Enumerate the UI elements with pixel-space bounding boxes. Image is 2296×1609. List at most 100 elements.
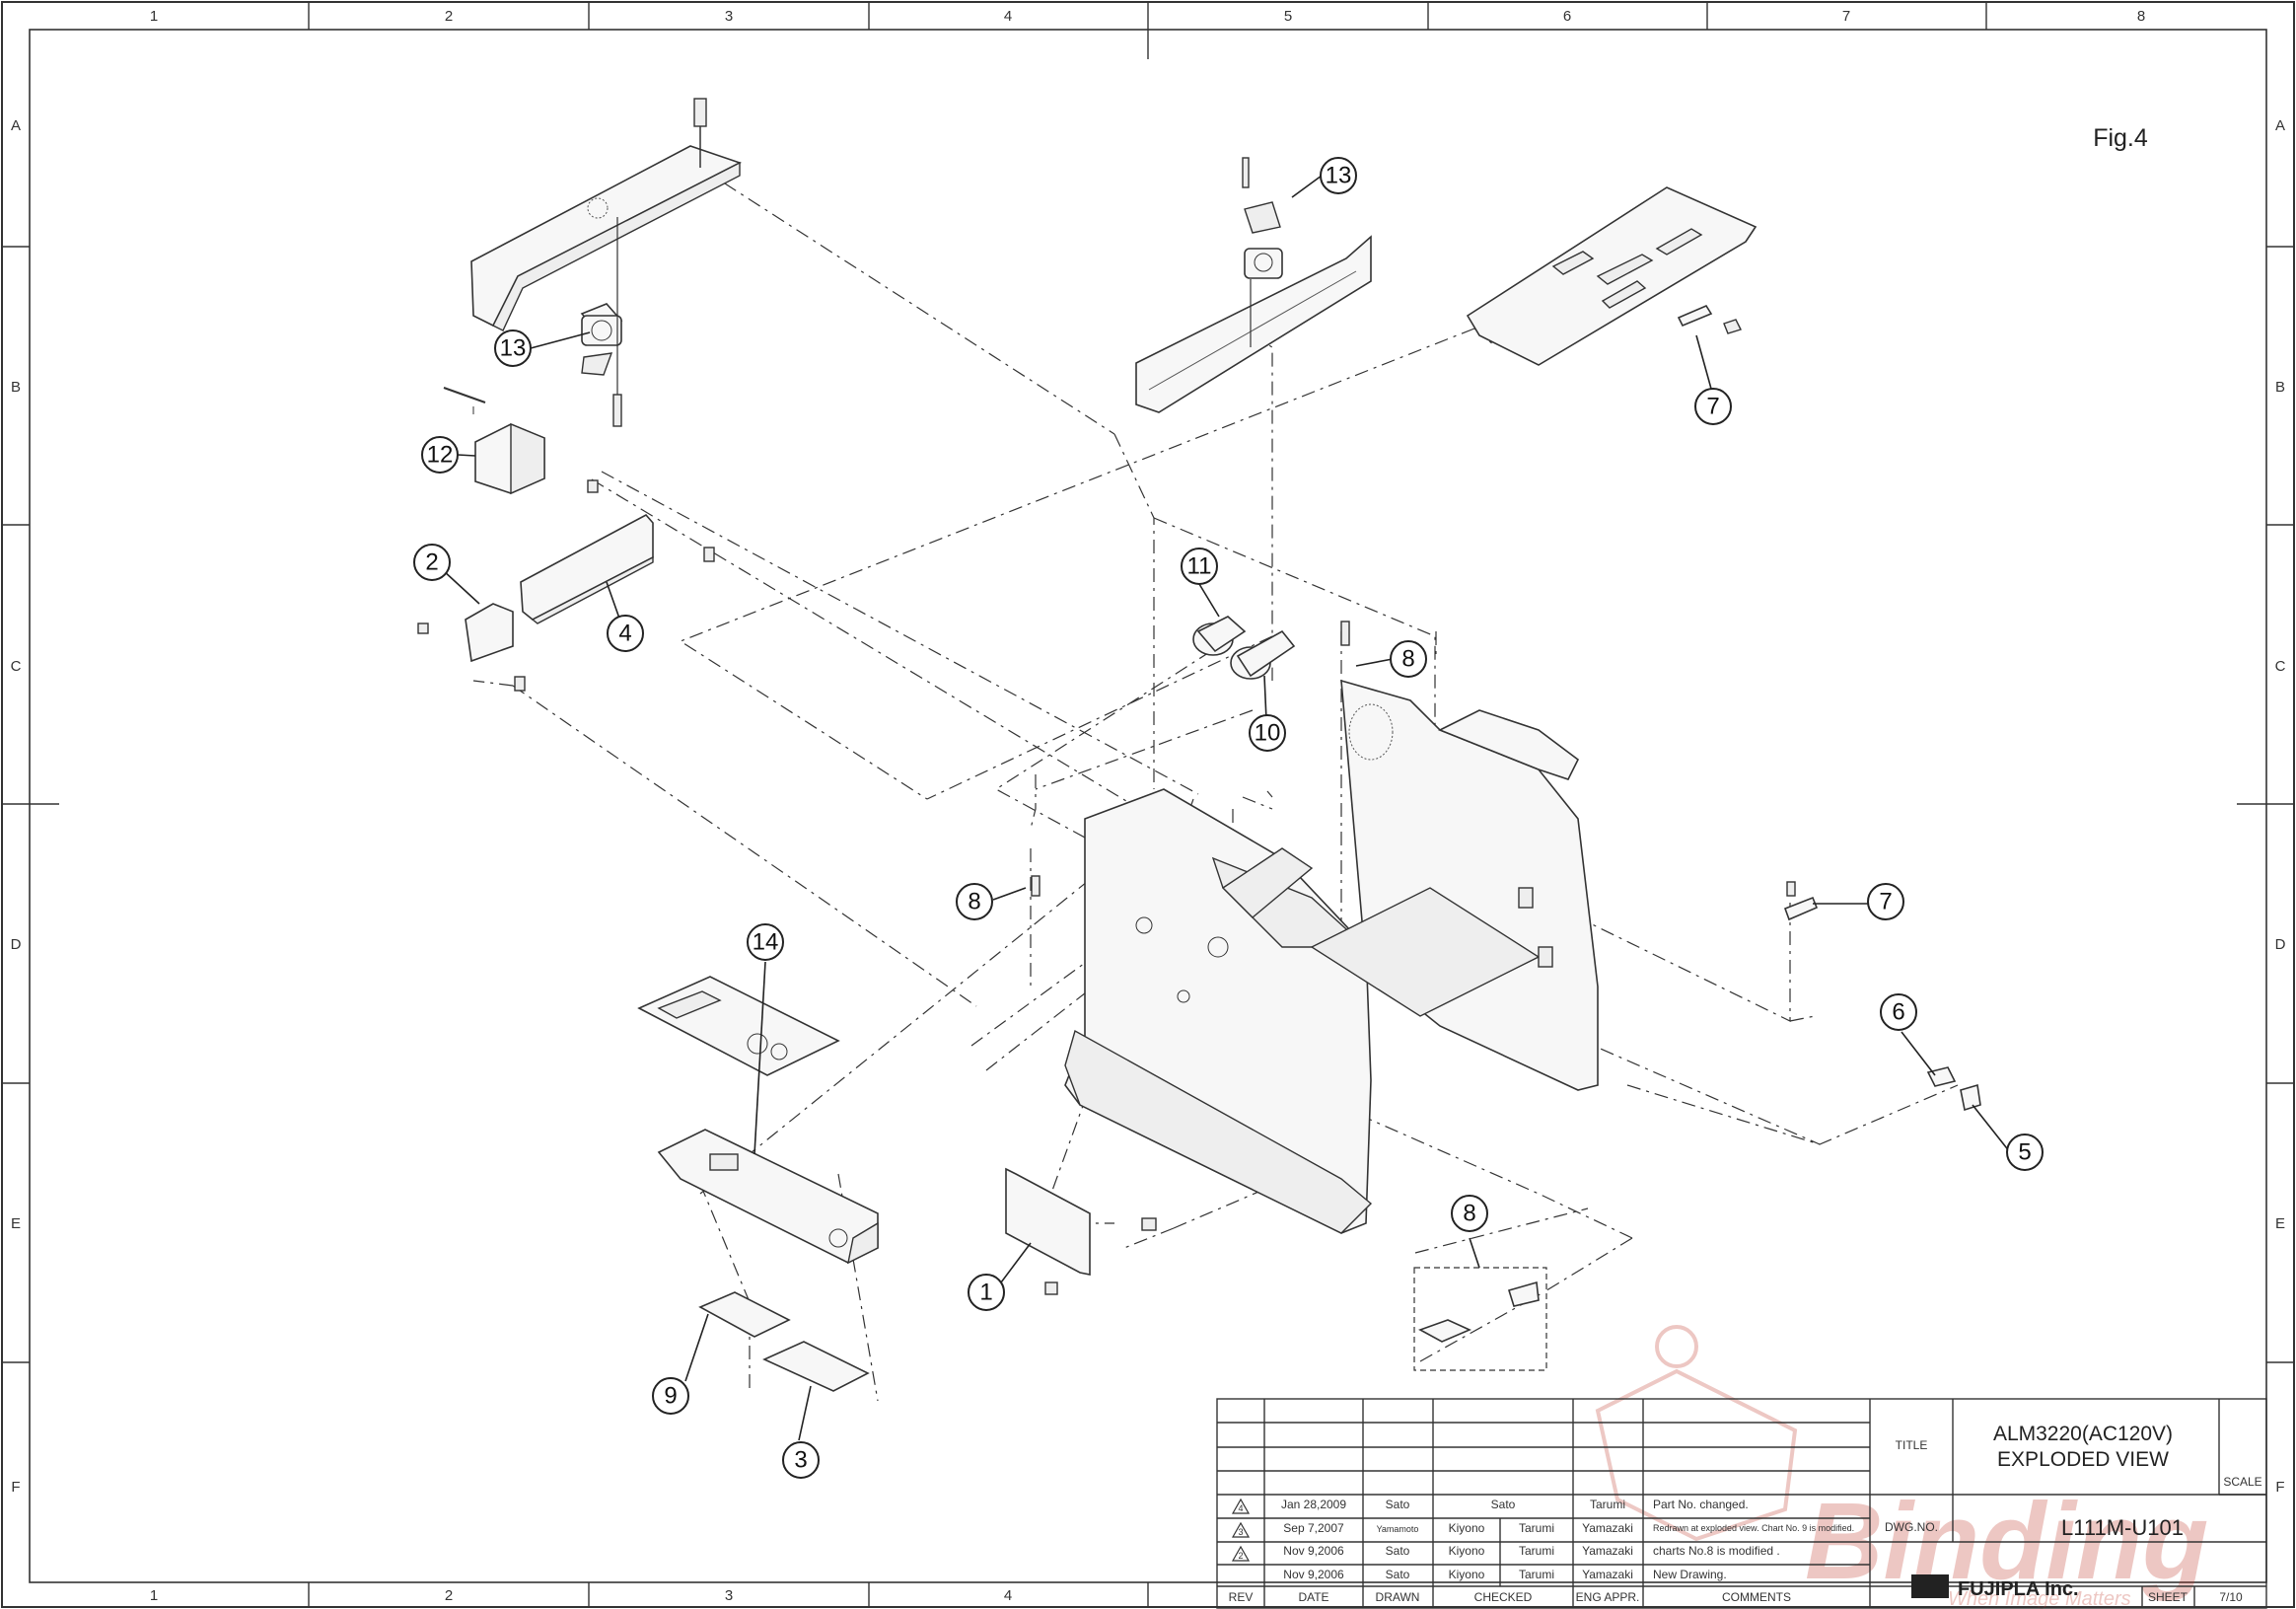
svg-text:Sato: Sato — [1386, 1544, 1410, 1558]
header-drawn: DRAWN — [1376, 1590, 1420, 1604]
callout-3: 3 — [782, 1441, 820, 1479]
row-letter: D — [11, 936, 22, 953]
main-frame — [1064, 679, 1599, 1234]
svg-text:13: 13 — [1326, 163, 1352, 189]
col-number: 4 — [1004, 1587, 1012, 1604]
callouts: 13 13 7 12 2 4 11 10 8 8 7 6 5 14 8 1 9 … — [413, 157, 2044, 1479]
svg-text:Redrawn at exploded view. Char: Redrawn at exploded view. Chart No. 9 is… — [1653, 1523, 1854, 1533]
svg-text:Yamazaki: Yamazaki — [1582, 1521, 1633, 1535]
col-number: 3 — [725, 1587, 733, 1604]
title-label: TITLE — [1896, 1438, 1928, 1452]
figure-label: Fig.4 — [2093, 124, 2148, 152]
callout-1: 1 — [968, 1274, 1005, 1311]
detail-box — [1413, 1267, 1547, 1371]
svg-text:12: 12 — [427, 442, 454, 469]
svg-text:charts No.8 is modified .: charts No.8 is modified . — [1653, 1544, 1780, 1558]
row-letter: E — [2275, 1215, 2285, 1232]
company-name: FUJIPLA Inc. — [1958, 1578, 2079, 1600]
sheet-value: 7/10 — [2219, 1590, 2243, 1604]
svg-text:Kiyono: Kiyono — [1449, 1568, 1485, 1581]
callout-2: 2 — [413, 544, 451, 581]
callout-6: 6 — [1880, 993, 1917, 1031]
svg-text:2: 2 — [1238, 1551, 1243, 1561]
svg-text:Tarumi: Tarumi — [1519, 1544, 1554, 1558]
row-letter: B — [2275, 379, 2285, 396]
callout-5: 5 — [2006, 1134, 2044, 1171]
callout-11: 11 — [1181, 548, 1218, 585]
col-number: 1 — [150, 8, 158, 25]
title-block: TITLE ALM3220(AC120V) EXPLODED VIEW SCAL… — [1216, 1398, 2267, 1609]
svg-text:Kiyono: Kiyono — [1449, 1544, 1485, 1558]
svg-text:Sep 7,2007: Sep 7,2007 — [1283, 1521, 1344, 1535]
rev-triangle-icon — [1231, 1498, 1251, 1514]
svg-text:6: 6 — [1892, 999, 1904, 1026]
svg-text:Yamazaki: Yamazaki — [1582, 1544, 1633, 1558]
front-panel — [657, 1129, 879, 1392]
svg-text:4: 4 — [618, 621, 631, 647]
svg-text:Part No. changed.: Part No. changed. — [1653, 1498, 1749, 1511]
svg-text:Yamamoto: Yamamoto — [1377, 1524, 1419, 1534]
svg-text:7: 7 — [1706, 394, 1719, 420]
svg-text:8: 8 — [1463, 1201, 1475, 1227]
svg-text:Kiyono: Kiyono — [1449, 1521, 1485, 1535]
svg-text:13: 13 — [500, 335, 527, 362]
rev-triangle-icon — [1231, 1545, 1251, 1562]
svg-text:8: 8 — [1401, 646, 1414, 673]
callout-7a: 7 — [1694, 388, 1732, 425]
part-12-unit — [443, 387, 545, 495]
callout-13a: 13 — [494, 329, 532, 367]
svg-text:Sato: Sato — [1386, 1568, 1410, 1581]
svg-text:14: 14 — [753, 929, 779, 956]
header-checked: CHECKED — [1474, 1590, 1533, 1604]
callout-8a: 8 — [1390, 640, 1427, 678]
dwg-no-label: DWG.NO. — [1885, 1520, 1938, 1534]
svg-text:3: 3 — [1238, 1527, 1243, 1537]
svg-text:Tarumi: Tarumi — [1519, 1568, 1554, 1581]
col-number: 5 — [1284, 8, 1292, 25]
company-logo-icon — [1911, 1574, 1949, 1598]
center-bracket-assembly — [1135, 157, 1372, 413]
row-letter: C — [2275, 658, 2286, 675]
header-date: DATE — [1298, 1590, 1328, 1604]
svg-text:Sato: Sato — [1386, 1498, 1410, 1511]
col-number: 4 — [1004, 8, 1012, 25]
row-letter: A — [11, 117, 21, 134]
svg-text:4: 4 — [1238, 1503, 1243, 1513]
col-number: 3 — [725, 8, 733, 25]
col-number: 6 — [1563, 8, 1571, 25]
row-letter: C — [11, 658, 22, 675]
leader-lines — [442, 175, 2011, 1441]
svg-text:9: 9 — [664, 1383, 677, 1410]
svg-text:1: 1 — [979, 1280, 992, 1306]
drawing-title-line1: ALM3220(AC120V) — [1993, 1423, 2173, 1445]
part-8-connectors — [1031, 621, 1981, 1371]
header-rev: REV — [1229, 1590, 1254, 1604]
scale-label: SCALE — [2223, 1475, 2261, 1489]
row-letter: E — [11, 1215, 21, 1232]
svg-text:7: 7 — [1879, 889, 1892, 915]
callout-8c: 8 — [1451, 1195, 1488, 1232]
row-letter: D — [2275, 936, 2286, 953]
row-letter: A — [2275, 117, 2285, 134]
svg-text:Jan 28,2009: Jan 28,2009 — [1281, 1498, 1346, 1511]
svg-text:Sato: Sato — [1491, 1498, 1516, 1511]
parts-2-4 — [417, 479, 715, 692]
col-number: 1 — [150, 1587, 158, 1604]
svg-text:Yamazaki: Yamazaki — [1582, 1568, 1633, 1581]
svg-text:10: 10 — [1255, 720, 1281, 747]
zone-labels: 1 2 3 4 5 6 7 8 1 2 3 4 A B C D E F A B … — [11, 8, 2286, 1604]
header-comments: COMMENTS — [1722, 1590, 1791, 1604]
callout-13b: 13 — [1320, 157, 1357, 194]
callout-8b: 8 — [956, 883, 993, 920]
svg-text:Nov 9,2006: Nov 9,2006 — [1283, 1568, 1344, 1581]
rev-triangle-icon — [1231, 1521, 1251, 1538]
svg-text:Tarumi: Tarumi — [1590, 1498, 1625, 1511]
svg-text:3: 3 — [794, 1447, 807, 1474]
callout-4: 4 — [607, 615, 644, 652]
svg-text:2: 2 — [425, 549, 438, 576]
watermark-tagline: When Image Matters — [1948, 1588, 2131, 1609]
top-cover-assembly — [470, 98, 743, 427]
row-letter: B — [11, 379, 21, 396]
